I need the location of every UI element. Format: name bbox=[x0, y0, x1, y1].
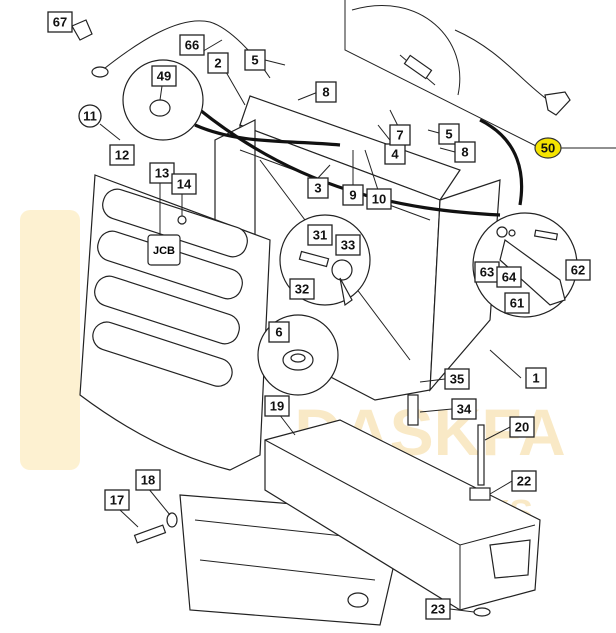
callout-4[interactable]: 4 bbox=[384, 143, 406, 165]
svg-text:8: 8 bbox=[461, 145, 468, 160]
callout-61[interactable]: 61 bbox=[504, 292, 530, 314]
callout-10[interactable]: 10 bbox=[366, 188, 392, 210]
svg-text:66: 66 bbox=[185, 38, 199, 53]
callout-49[interactable]: 49 bbox=[151, 65, 177, 87]
callout-1[interactable]: 1 bbox=[525, 367, 547, 389]
callout-64[interactable]: 64 bbox=[496, 266, 522, 288]
callout-33[interactable]: 33 bbox=[335, 234, 361, 256]
svg-text:4: 4 bbox=[391, 147, 399, 162]
svg-text:3: 3 bbox=[314, 181, 321, 196]
svg-text:11: 11 bbox=[83, 109, 97, 124]
svg-text:23: 23 bbox=[431, 602, 445, 617]
callout-18[interactable]: 18 bbox=[135, 469, 161, 491]
front-grille: JCB bbox=[79, 174, 271, 471]
callout-67[interactable]: 67 bbox=[47, 11, 73, 33]
callout-62[interactable]: 62 bbox=[565, 259, 591, 281]
cable-black-left bbox=[194, 123, 341, 147]
svg-text:7: 7 bbox=[396, 128, 403, 143]
callout-6[interactable]: 6 bbox=[268, 321, 290, 343]
svg-text:6: 6 bbox=[275, 325, 282, 340]
callout-66[interactable]: 66 bbox=[179, 34, 205, 56]
detail-circle-49 bbox=[122, 59, 204, 141]
svg-text:63: 63 bbox=[480, 265, 494, 280]
svg-text:2: 2 bbox=[214, 56, 221, 71]
callout-31[interactable]: 31 bbox=[307, 224, 333, 246]
svg-text:17: 17 bbox=[110, 493, 124, 508]
svg-text:13: 13 bbox=[155, 166, 169, 181]
svg-text:31: 31 bbox=[313, 228, 327, 243]
svg-text:50: 50 bbox=[541, 141, 555, 156]
callout-13[interactable]: 13 bbox=[149, 162, 175, 184]
svg-text:67: 67 bbox=[53, 15, 67, 30]
svg-text:8: 8 bbox=[322, 85, 329, 100]
callout-22[interactable]: 22 bbox=[511, 470, 537, 492]
callout-34[interactable]: 34 bbox=[451, 398, 477, 420]
svg-text:22: 22 bbox=[517, 474, 531, 489]
svg-text:19: 19 bbox=[270, 399, 284, 414]
svg-text:12: 12 bbox=[115, 148, 129, 163]
callout-3[interactable]: 3 bbox=[307, 177, 329, 199]
svg-text:32: 32 bbox=[295, 282, 309, 297]
svg-text:20: 20 bbox=[515, 420, 529, 435]
svg-text:1: 1 bbox=[532, 371, 539, 386]
svg-text:33: 33 bbox=[341, 238, 355, 253]
svg-text:9: 9 bbox=[349, 188, 356, 203]
cable-66 bbox=[71, 19, 271, 79]
svg-text:49: 49 bbox=[157, 69, 171, 84]
svg-text:62: 62 bbox=[571, 263, 585, 278]
callout-50[interactable]: 50 bbox=[534, 137, 562, 159]
callout-12[interactable]: 12 bbox=[109, 144, 135, 166]
cable-inset-frame bbox=[344, 0, 616, 149]
callout-63[interactable]: 63 bbox=[474, 261, 500, 283]
callout-14[interactable]: 14 bbox=[171, 173, 197, 195]
callout-35[interactable]: 35 bbox=[444, 368, 470, 390]
callout-20[interactable]: 20 bbox=[509, 416, 535, 438]
svg-text:5: 5 bbox=[251, 53, 258, 68]
callout-8[interactable]: 8 bbox=[315, 81, 337, 103]
svg-text:10: 10 bbox=[372, 192, 386, 207]
counterweight-block bbox=[264, 419, 541, 611]
callout-5[interactable]: 5 bbox=[244, 49, 266, 71]
svg-text:14: 14 bbox=[177, 177, 192, 192]
bolts bbox=[133, 394, 491, 617]
callout-17[interactable]: 17 bbox=[104, 489, 130, 511]
callout-7[interactable]: 7 bbox=[389, 124, 411, 146]
callout-11[interactable]: 11 bbox=[78, 104, 102, 128]
svg-text:35: 35 bbox=[450, 372, 464, 387]
svg-text:61: 61 bbox=[510, 296, 524, 311]
svg-text:5: 5 bbox=[445, 127, 452, 142]
callout-2[interactable]: 2 bbox=[207, 52, 229, 74]
grille-badge-text: JCB bbox=[153, 245, 175, 257]
svg-text:64: 64 bbox=[502, 270, 517, 285]
svg-text:34: 34 bbox=[457, 402, 472, 417]
callout-5-second[interactable]: 5 bbox=[438, 123, 460, 145]
callout-32[interactable]: 32 bbox=[289, 278, 315, 300]
svg-text:18: 18 bbox=[141, 473, 155, 488]
cable-black-right bbox=[479, 118, 524, 206]
callout-8-second[interactable]: 8 bbox=[454, 141, 476, 163]
callout-9[interactable]: 9 bbox=[342, 184, 364, 206]
callout-23[interactable]: 23 bbox=[425, 598, 451, 620]
callout-19[interactable]: 19 bbox=[264, 395, 290, 417]
